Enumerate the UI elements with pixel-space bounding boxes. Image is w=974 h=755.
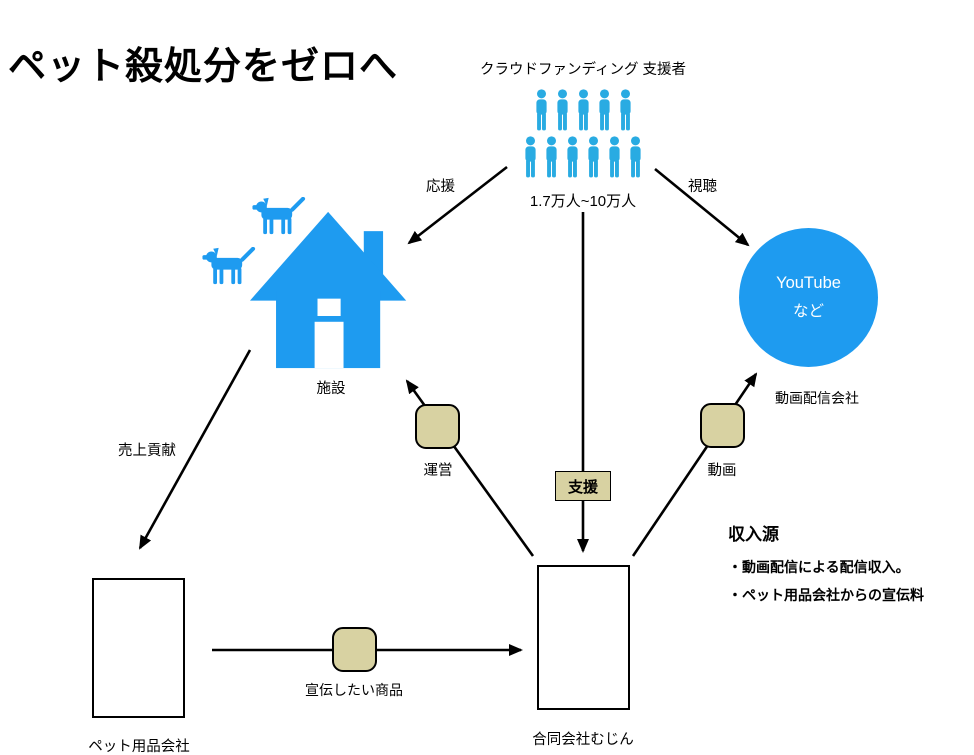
edge-label-support: 応援 [426,179,455,195]
person-icon [596,88,613,132]
arrow-sales [138,349,252,550]
video-platform-label: 動画配信会社 [775,390,859,406]
income-item: ・動画配信による配信収入。 [728,559,910,575]
crowd-icons [522,88,644,179]
person-icon [533,88,550,132]
company-node [537,565,630,710]
income-heading: 収入源 [728,525,779,544]
video-platform-node: YouTube など [739,228,878,367]
fund-label-box: 支援 [555,471,611,501]
product-chip-icon [332,627,377,672]
person-icon [564,135,581,179]
dog-icon [201,247,258,285]
video-platform-name: YouTube [776,274,841,292]
edge-label-video: 動画 [707,463,737,479]
person-icon [627,135,644,179]
person-icon [617,88,634,132]
person-icon [606,135,623,179]
video-platform-etc: など [792,303,824,320]
income-section: 収入源 ・動画配信による配信収入。・ペット用品会社からの宣伝料 [728,520,924,609]
video-chip-icon [700,403,745,448]
person-icon [522,135,539,179]
income-item: ・ペット用品会社からの宣伝料 [728,587,924,603]
person-icon [554,88,571,132]
person-icon [575,88,592,132]
page-title: ペット殺処分をゼロへ [8,46,399,89]
pet-supplier-node [92,578,185,718]
company-label: 合同会社むじん [532,732,634,748]
crowd-label: クラウドファンディング 支援者 [479,62,687,78]
arrow-support [407,165,508,245]
income-list: ・動画配信による配信収入。・ペット用品会社からの宣伝料 [728,553,924,609]
facility-label: 施設 [316,381,346,397]
pet-supplier-label: ペット用品会社 [88,739,190,755]
edge-label-product: 宣伝したい商品 [305,682,403,698]
house-icon [250,211,407,369]
operate-chip-icon [415,404,460,449]
crowd-count: 1.7万人~10万人 [529,193,637,210]
dog-icon [251,197,308,235]
edge-label-operate: 運営 [423,463,453,479]
arrow-watch [654,167,750,247]
edge-label-sales: 売上貢献 [118,443,176,459]
person-icon [585,135,602,179]
person-icon [543,135,560,179]
edge-label-watch: 視聴 [688,179,717,195]
